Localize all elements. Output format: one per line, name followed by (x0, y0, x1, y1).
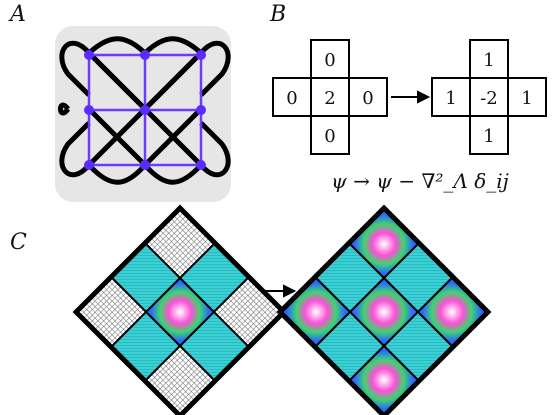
stencil-arrow (391, 90, 431, 104)
right-stencil-bottom: 1 (483, 126, 494, 147)
panel-label-c: C (10, 230, 27, 255)
right-stencil-top: 1 (483, 50, 494, 71)
lattice-node (84, 105, 94, 115)
left-stencil-top: 0 (324, 50, 335, 71)
c-left-diamond (72, 204, 288, 415)
panel-label-a: A (10, 2, 26, 27)
right-stencil-center: -2 (480, 88, 498, 109)
update-equation: ψ → ψ − ∇²_Λ δ_ij (331, 169, 509, 193)
lattice-node (196, 160, 206, 170)
right-stencil-left: 1 (445, 88, 456, 109)
left-stencil-left: 0 (286, 88, 297, 109)
left-stencil-right: 0 (362, 88, 373, 109)
right-stencil (431, 39, 547, 155)
lattice-node (196, 105, 206, 115)
lattice-node (196, 50, 206, 60)
lattice-node (140, 105, 150, 115)
lattice-nodes (84, 50, 206, 170)
lattice-node (84, 50, 94, 60)
lattice-node (140, 160, 150, 170)
panel-a-tile (55, 26, 231, 202)
left-stencil-bottom: 0 (324, 126, 335, 147)
left-stencil-center: 2 (324, 88, 335, 109)
left-stencil (272, 39, 388, 155)
lattice-node (84, 160, 94, 170)
lattice-node (140, 50, 150, 60)
diamond-arrow (262, 284, 297, 298)
panel-label-b: B (270, 2, 287, 27)
right-stencil-right: 1 (521, 88, 532, 109)
c-right-diamond (276, 204, 492, 415)
